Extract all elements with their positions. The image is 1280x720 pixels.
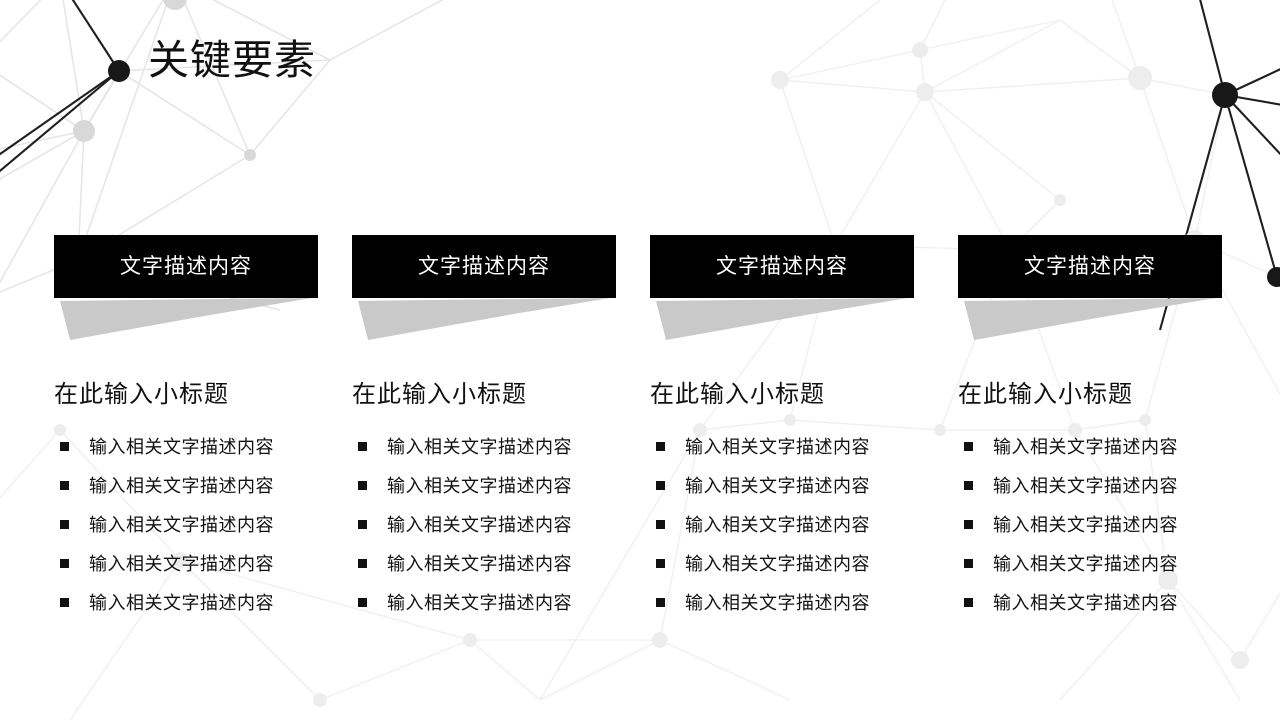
content-column-1: 文字描述内容 在此输入小标题 输入相关文字描述内容 输入相关文字描述内容 输入相… <box>54 235 318 612</box>
square-bullet-icon <box>656 559 665 568</box>
bullet-list-4: 输入相关文字描述内容 输入相关文字描述内容 输入相关文字描述内容 输入相关文字描… <box>964 427 1178 622</box>
headline-text-3: 文字描述内容 <box>716 255 848 278</box>
bullet-text: 输入相关文字描述内容 <box>993 475 1178 496</box>
headline-banner-3: 文字描述内容 <box>650 235 914 343</box>
square-bullet-icon <box>964 481 973 490</box>
list-item: 输入相关文字描述内容 <box>358 544 572 583</box>
list-item: 输入相关文字描述内容 <box>656 466 870 505</box>
square-bullet-icon <box>358 559 367 568</box>
headline-ribbon-4 <box>964 298 1216 340</box>
list-item: 输入相关文字描述内容 <box>358 505 572 544</box>
headline-ribbon-2 <box>358 298 610 340</box>
list-item: 输入相关文字描述内容 <box>964 544 1178 583</box>
content-column-4: 文字描述内容 在此输入小标题 输入相关文字描述内容 输入相关文字描述内容 输入相… <box>958 235 1222 612</box>
bullet-text: 输入相关文字描述内容 <box>89 553 274 574</box>
square-bullet-icon <box>60 559 69 568</box>
subtitle-2: 在此输入小标题 <box>352 381 527 408</box>
bullet-text: 输入相关文字描述内容 <box>993 514 1178 535</box>
square-bullet-icon <box>656 442 665 451</box>
subtitle-4: 在此输入小标题 <box>958 381 1133 408</box>
square-bullet-icon <box>656 481 665 490</box>
list-item: 输入相关文字描述内容 <box>964 505 1178 544</box>
list-item: 输入相关文字描述内容 <box>60 583 274 622</box>
list-item: 输入相关文字描述内容 <box>964 466 1178 505</box>
list-item: 输入相关文字描述内容 <box>358 427 572 466</box>
list-item: 输入相关文字描述内容 <box>964 583 1178 622</box>
headline-ribbon-1 <box>60 298 312 340</box>
square-bullet-icon <box>358 481 367 490</box>
headline-text-1: 文字描述内容 <box>120 255 252 278</box>
square-bullet-icon <box>964 442 973 451</box>
content-column-2: 文字描述内容 在此输入小标题 输入相关文字描述内容 输入相关文字描述内容 输入相… <box>352 235 616 612</box>
square-bullet-icon <box>358 598 367 607</box>
bullet-text: 输入相关文字描述内容 <box>89 592 274 613</box>
headline-box-4[interactable]: 文字描述内容 <box>958 235 1222 298</box>
list-item: 输入相关文字描述内容 <box>60 466 274 505</box>
list-item: 输入相关文字描述内容 <box>358 583 572 622</box>
headline-text-2: 文字描述内容 <box>418 255 550 278</box>
bullet-text: 输入相关文字描述内容 <box>387 475 572 496</box>
bullet-text: 输入相关文字描述内容 <box>387 553 572 574</box>
list-item: 输入相关文字描述内容 <box>60 544 274 583</box>
list-item: 输入相关文字描述内容 <box>656 544 870 583</box>
list-item: 输入相关文字描述内容 <box>656 505 870 544</box>
bullet-text: 输入相关文字描述内容 <box>685 514 870 535</box>
subtitle-3: 在此输入小标题 <box>650 381 825 408</box>
square-bullet-icon <box>60 520 69 529</box>
bullet-text: 输入相关文字描述内容 <box>685 436 870 457</box>
square-bullet-icon <box>656 520 665 529</box>
list-item: 输入相关文字描述内容 <box>60 427 274 466</box>
list-item: 输入相关文字描述内容 <box>358 466 572 505</box>
bullet-text: 输入相关文字描述内容 <box>387 514 572 535</box>
bullet-list-1: 输入相关文字描述内容 输入相关文字描述内容 输入相关文字描述内容 输入相关文字描… <box>60 427 274 622</box>
square-bullet-icon <box>60 598 69 607</box>
list-item: 输入相关文字描述内容 <box>656 427 870 466</box>
square-bullet-icon <box>358 520 367 529</box>
page-title-block: 关键要素 <box>148 32 316 88</box>
headline-banner-4: 文字描述内容 <box>958 235 1222 343</box>
bullet-text: 输入相关文字描述内容 <box>89 436 274 457</box>
headline-banner-2: 文字描述内容 <box>352 235 616 343</box>
bullet-text: 输入相关文字描述内容 <box>685 475 870 496</box>
bullet-list-2: 输入相关文字描述内容 输入相关文字描述内容 输入相关文字描述内容 输入相关文字描… <box>358 427 572 622</box>
headline-banner-1: 文字描述内容 <box>54 235 318 343</box>
square-bullet-icon <box>60 481 69 490</box>
square-bullet-icon <box>60 442 69 451</box>
bullet-text: 输入相关文字描述内容 <box>387 592 572 613</box>
square-bullet-icon <box>656 598 665 607</box>
square-bullet-icon <box>358 442 367 451</box>
bullet-text: 输入相关文字描述内容 <box>89 514 274 535</box>
headline-ribbon-3 <box>656 298 908 340</box>
list-item: 输入相关文字描述内容 <box>60 505 274 544</box>
bullet-text: 输入相关文字描述内容 <box>993 592 1178 613</box>
square-bullet-icon <box>964 520 973 529</box>
square-bullet-icon <box>964 598 973 607</box>
headline-box-1[interactable]: 文字描述内容 <box>54 235 318 298</box>
list-item: 输入相关文字描述内容 <box>964 427 1178 466</box>
headline-text-4: 文字描述内容 <box>1024 255 1156 278</box>
content-column-3: 文字描述内容 在此输入小标题 输入相关文字描述内容 输入相关文字描述内容 输入相… <box>650 235 914 612</box>
bullet-text: 输入相关文字描述内容 <box>685 592 870 613</box>
subtitle-1: 在此输入小标题 <box>54 381 229 408</box>
list-item: 输入相关文字描述内容 <box>656 583 870 622</box>
bullet-list-3: 输入相关文字描述内容 输入相关文字描述内容 输入相关文字描述内容 输入相关文字描… <box>656 427 870 622</box>
bullet-text: 输入相关文字描述内容 <box>685 553 870 574</box>
bullet-text: 输入相关文字描述内容 <box>387 436 572 457</box>
headline-box-2[interactable]: 文字描述内容 <box>352 235 616 298</box>
page-title: 关键要素 <box>148 36 316 83</box>
bullet-text: 输入相关文字描述内容 <box>993 553 1178 574</box>
square-bullet-icon <box>964 559 973 568</box>
headline-box-3[interactable]: 文字描述内容 <box>650 235 914 298</box>
bullet-text: 输入相关文字描述内容 <box>993 436 1178 457</box>
bullet-text: 输入相关文字描述内容 <box>89 475 274 496</box>
